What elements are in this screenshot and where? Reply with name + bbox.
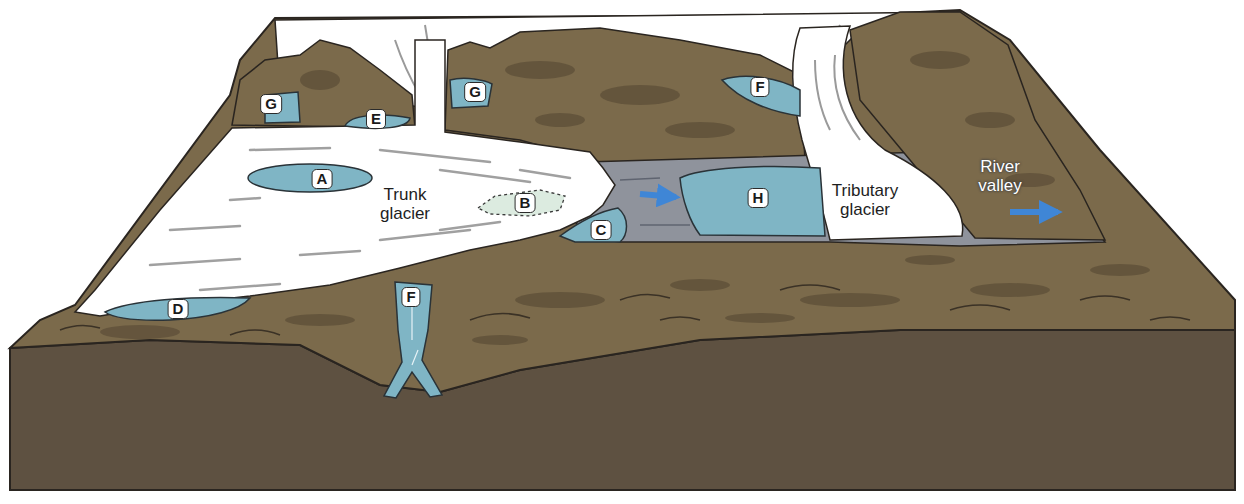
illustration-part xyxy=(300,251,360,255)
illustration-part xyxy=(535,113,585,127)
lakes xyxy=(105,76,825,398)
lake-f-top xyxy=(722,76,800,116)
mountain-left xyxy=(232,40,415,128)
feature-label: Trunk glacier xyxy=(365,185,445,223)
illustration-part xyxy=(970,283,1050,297)
callout-letter: A xyxy=(312,169,333,189)
illustration-part xyxy=(725,313,795,323)
illustration-part xyxy=(170,226,240,230)
illustration-part xyxy=(520,170,570,178)
illustration-part xyxy=(230,198,260,200)
callout-letter: H xyxy=(748,188,769,208)
illustration-part xyxy=(250,148,330,150)
illustration-part xyxy=(470,313,530,320)
callout-letter: F xyxy=(401,287,420,307)
channel-f xyxy=(384,282,442,398)
callout-letter: C xyxy=(591,220,612,240)
illustration-part xyxy=(965,112,1015,128)
illustration-part xyxy=(1150,317,1190,320)
illustration-part xyxy=(300,70,340,90)
callout-letter: G xyxy=(260,94,282,114)
illustration-part xyxy=(505,61,575,79)
illustration-part xyxy=(472,335,528,345)
illustration-part xyxy=(815,60,830,130)
illustration-part xyxy=(640,224,690,226)
lake-h xyxy=(680,166,825,236)
illustration-part xyxy=(230,330,280,335)
illustration-part xyxy=(60,325,100,330)
illustration-part xyxy=(950,305,1010,310)
illustration-part xyxy=(100,325,180,339)
callout-letter: E xyxy=(366,109,386,129)
lake-c xyxy=(560,208,627,242)
illustration-part xyxy=(620,294,670,300)
glacier-streaks xyxy=(150,148,570,290)
mountain-shading xyxy=(300,61,735,138)
feature-label: Tributary glacier xyxy=(820,181,910,219)
illustration-part xyxy=(440,222,500,230)
illustration-part xyxy=(780,285,840,290)
tributary-streaks xyxy=(815,55,860,140)
buried-lake-b xyxy=(478,190,565,216)
illustration-part xyxy=(910,51,970,69)
illustration-part xyxy=(640,194,676,197)
illustration-part xyxy=(440,170,530,182)
illustration-part xyxy=(200,284,280,290)
terrain-surface xyxy=(10,10,1235,392)
illustration-part xyxy=(150,259,240,265)
illustration-part xyxy=(600,85,680,105)
callout-letter: G xyxy=(464,82,486,102)
callout-letter: F xyxy=(750,77,769,97)
lake-g-middle xyxy=(450,78,492,108)
illustration-part xyxy=(670,279,730,291)
illustration-part xyxy=(1090,264,1150,276)
illustration-part xyxy=(660,317,700,320)
lake-d xyxy=(105,298,250,321)
feature-label: River valley xyxy=(960,157,1040,195)
illustration-part xyxy=(665,122,735,138)
illustration-part xyxy=(620,178,660,180)
illustration-part xyxy=(380,150,490,162)
illustration-part xyxy=(800,293,900,307)
lake-a xyxy=(248,164,372,192)
illustration-part xyxy=(412,350,418,365)
illustration-part xyxy=(285,314,355,326)
illustration-part xyxy=(905,255,955,265)
illustration-part xyxy=(1010,209,1058,215)
illustration-part xyxy=(515,292,605,308)
illustration-part xyxy=(380,230,470,240)
block-front xyxy=(10,330,1235,490)
illustration-part xyxy=(834,55,860,140)
trunk-glacier xyxy=(75,40,615,316)
channel-braids xyxy=(412,300,418,365)
illustration-part xyxy=(1080,296,1130,300)
callout-letter: B xyxy=(515,193,536,213)
callout-letter: D xyxy=(168,299,189,319)
